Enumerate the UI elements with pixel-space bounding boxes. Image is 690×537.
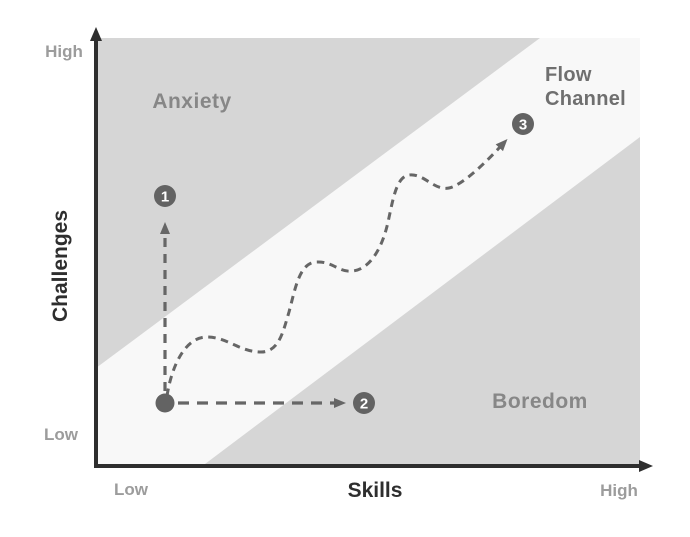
flow-path-arrow bbox=[165, 138, 508, 397]
marker-3-number: 3 bbox=[519, 117, 527, 134]
marker-2-number: 2 bbox=[360, 396, 368, 413]
marker-2-circle bbox=[353, 392, 375, 414]
marker-1: 1 bbox=[154, 185, 176, 207]
flow-channel-label-line1: Flow bbox=[545, 64, 592, 86]
flow-channel-label-line2: Channel bbox=[545, 88, 626, 110]
y-axis-title: Challenges bbox=[49, 210, 72, 322]
y-axis-low-label: Low bbox=[44, 425, 79, 444]
marker-1-number: 1 bbox=[161, 189, 169, 206]
x-axis-title: Skills bbox=[348, 479, 403, 502]
x-axis-low-label: Low bbox=[114, 480, 149, 499]
marker-3-circle bbox=[512, 113, 534, 135]
anxiety-region bbox=[96, 38, 540, 368]
start-point-dot bbox=[155, 393, 175, 413]
marker-1-circle bbox=[154, 185, 176, 207]
marker-3: 3 bbox=[512, 113, 534, 135]
boredom-label: Boredom bbox=[492, 390, 588, 413]
x-axis-high-label: High bbox=[600, 481, 638, 500]
y-axis-high-label: High bbox=[45, 42, 83, 61]
marker-2: 2 bbox=[353, 392, 375, 414]
boredom-region bbox=[205, 137, 640, 464]
anxiety-label: Anxiety bbox=[152, 90, 231, 113]
